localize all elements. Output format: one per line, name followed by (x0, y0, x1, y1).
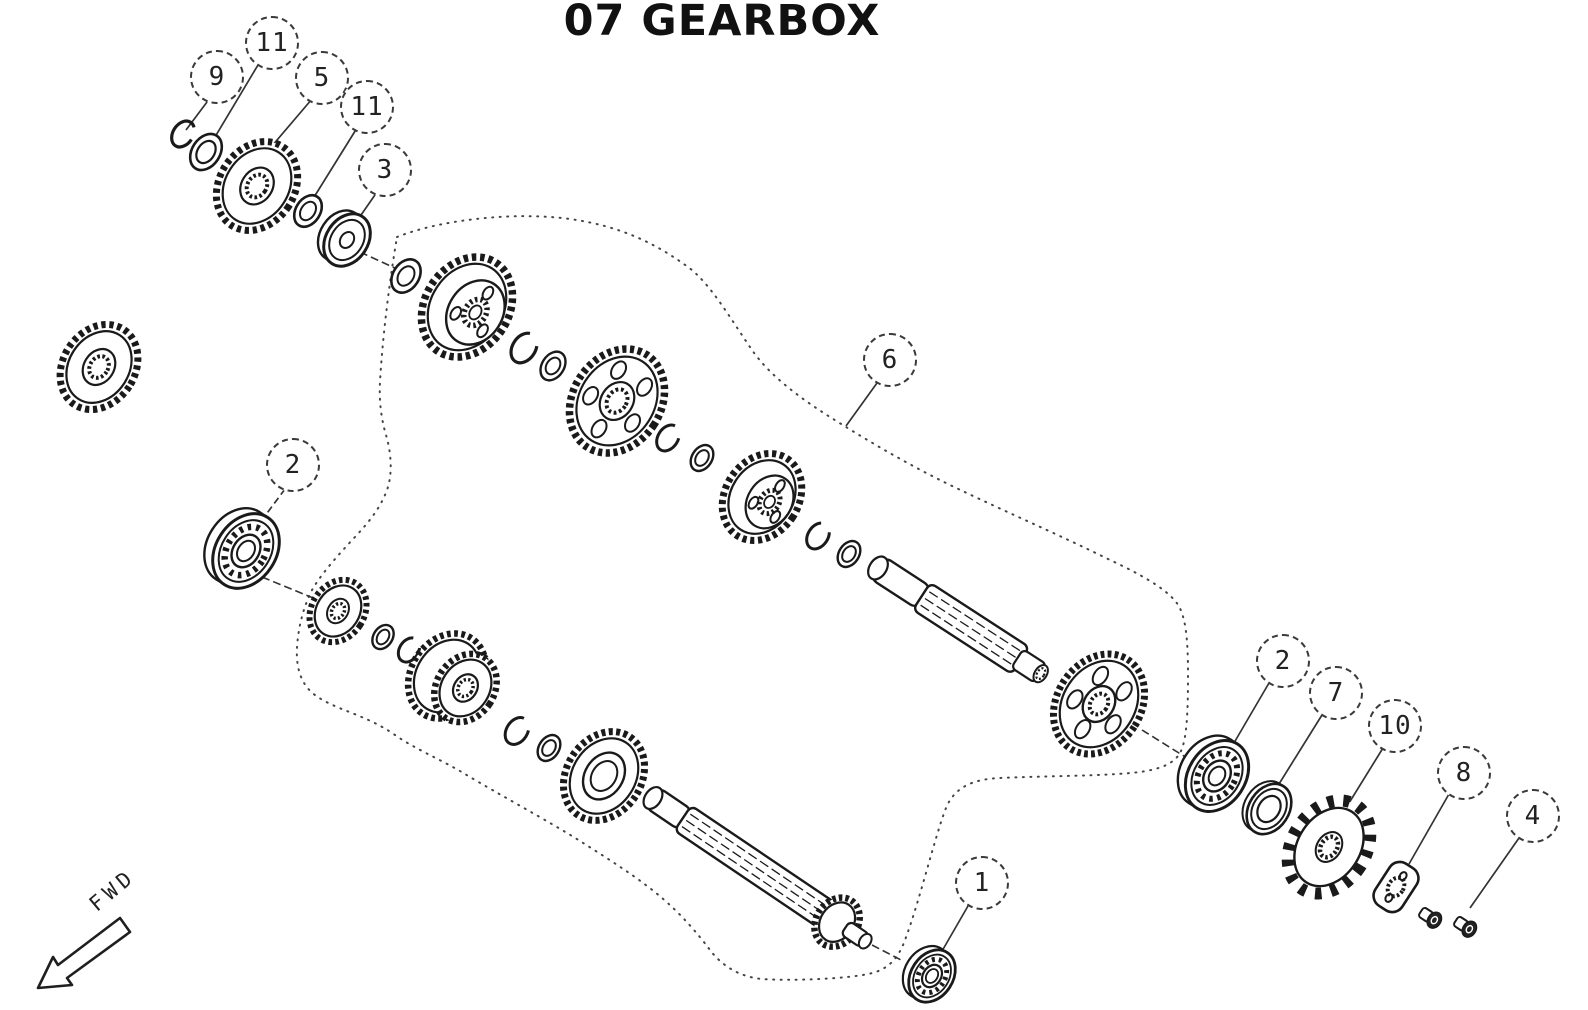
callout-3[interactable]: 3 (358, 143, 412, 197)
part-seal-7 (1241, 780, 1293, 836)
callout-5[interactable]: 5 (295, 51, 349, 105)
part-mainshaft (867, 555, 1049, 684)
part-bearing-2-right (1176, 734, 1251, 813)
part-snap-ring-d (396, 636, 422, 664)
part-gear-3rd-main (565, 345, 669, 457)
part-sliding-gear-4th (417, 253, 517, 361)
part-bolt-4-a (1418, 907, 1443, 929)
part-sprocket-10 (1281, 794, 1377, 900)
part-bearing-2-left (203, 507, 281, 590)
callout-2-right[interactable]: 2 (1256, 634, 1310, 688)
part-snap-ring-c (805, 521, 831, 551)
callout-11-right[interactable]: 11 (340, 80, 394, 134)
part-gear-2nd-counter (306, 576, 370, 646)
part-gear-3rd-counter (559, 728, 649, 824)
part-bolt-4-b (1453, 916, 1478, 938)
part-washer-d (371, 623, 395, 651)
callout-9[interactable]: 9 (190, 50, 244, 104)
part-washer-mainshaft-1 (390, 258, 422, 294)
part-gear-5 (212, 138, 302, 234)
callout-6[interactable]: 6 (863, 333, 917, 387)
part-circlip-9 (170, 119, 196, 149)
callout-2-left[interactable]: 2 (266, 438, 320, 492)
part-snap-ring-a (509, 331, 539, 365)
part-washer-11-b (292, 193, 324, 229)
part-gear-2nd-main (1049, 650, 1149, 758)
part-needle-bearing-3 (316, 209, 372, 268)
callout-7[interactable]: 7 (1309, 666, 1363, 720)
leader-lines (185, 64, 1520, 962)
part-snap-ring-e (503, 716, 531, 746)
callout-1[interactable]: 1 (955, 856, 1009, 910)
part-bearing-1 (901, 944, 957, 1004)
callout-4[interactable]: 4 (1506, 789, 1560, 843)
callout-8[interactable]: 8 (1437, 746, 1491, 800)
part-idler-gear (56, 320, 142, 414)
part-washer-a (539, 350, 567, 382)
part-washer-e (536, 733, 562, 763)
part-snap-ring-b (655, 423, 681, 453)
part-gear-cluster-counter (404, 630, 500, 726)
callout-10[interactable]: 10 (1368, 699, 1422, 753)
part-dog-gear-5th (718, 450, 806, 544)
part-retainer-plate-8 (1372, 860, 1420, 914)
callout-11-top[interactable]: 11 (245, 16, 299, 70)
part-washer-11-a (188, 132, 224, 172)
part-washer-c (836, 539, 862, 569)
part-countershaft (642, 785, 873, 950)
part-washer-b (689, 443, 715, 473)
page-title: 07 GEARBOX (563, 0, 881, 46)
fwd-arrow (36, 916, 132, 990)
